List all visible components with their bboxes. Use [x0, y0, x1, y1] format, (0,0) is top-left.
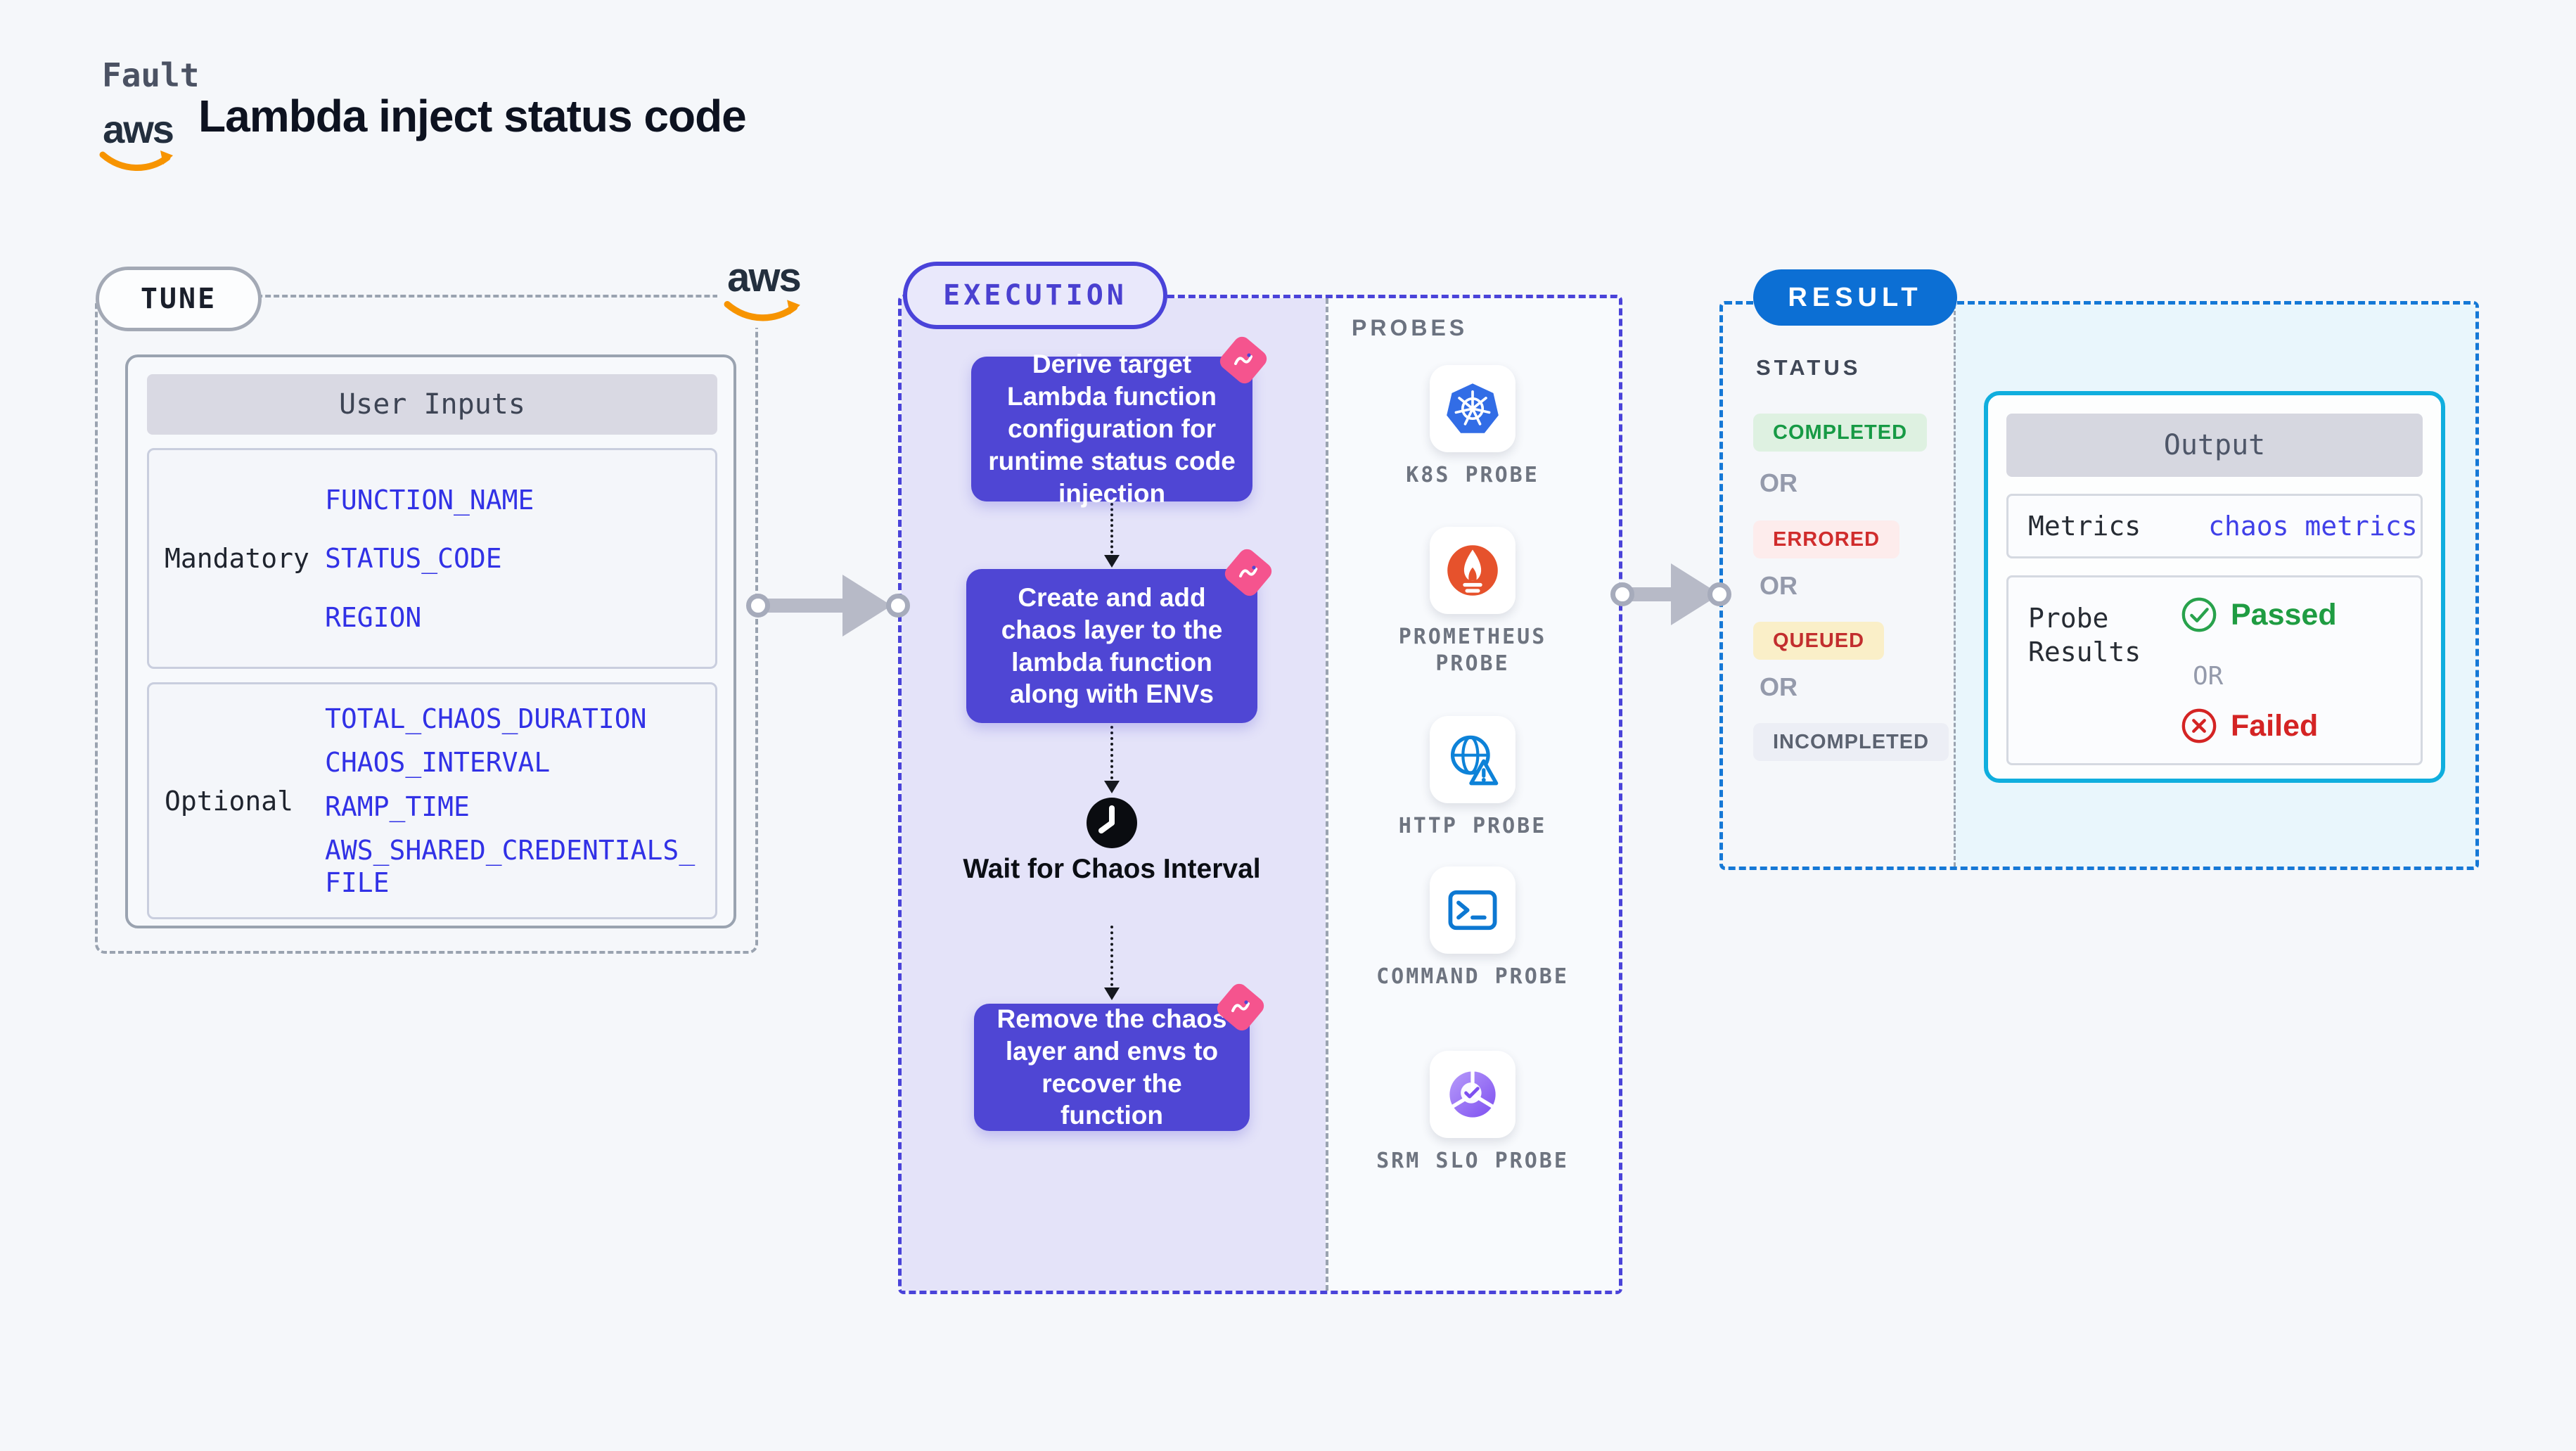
user-inputs-box: User Inputs Mandatory FUNCTION_NAME STAT…	[125, 354, 736, 928]
http-globe-warning-icon	[1430, 716, 1516, 803]
user-inputs-title: User Inputs	[147, 374, 717, 435]
group-label-mandatory: Mandatory	[165, 543, 309, 574]
flow-arrow-end-dot	[1707, 582, 1731, 606]
wait-step-label: Wait for Chaos Interval	[963, 854, 1261, 884]
step-text: Derive target Lambda function configurat…	[988, 350, 1236, 508]
probe-item-srm-slo: SRM SLO PROBE	[1367, 1051, 1578, 1175]
step-text: Remove the chaos layer and envs to recov…	[997, 1004, 1227, 1130]
flow-arrow-head	[842, 575, 892, 637]
probe-results-or: OR	[2193, 662, 2224, 691]
probe-result-failed: Failed	[2180, 707, 2318, 745]
dotted-connector	[1110, 926, 1113, 986]
probe-item-prometheus: PROMETHEUS PROBE	[1367, 527, 1578, 677]
chaos-icon	[1213, 980, 1268, 1035]
dotted-connector	[1110, 726, 1113, 779]
mandatory-params-list: FUNCTION_NAME STATUS_CODE REGION	[325, 450, 715, 667]
dotted-connector-arrowhead	[1104, 987, 1120, 1000]
aws-logo-tune: aws	[717, 255, 810, 328]
chaos-icon	[1216, 333, 1271, 388]
probe-result-passed: Passed	[2180, 596, 2337, 634]
status-title: STATUS	[1756, 355, 1861, 380]
optional-params-group: Optional TOTAL_CHAOS_DURATION CHAOS_INTE…	[147, 682, 717, 919]
chaos-icon	[1221, 545, 1276, 600]
status-badge-queued: QUEUED	[1753, 622, 1885, 660]
probe-item-http: HTTP PROBE	[1367, 716, 1578, 840]
aws-smile-icon	[99, 151, 173, 171]
flow-arrow-shaft	[768, 599, 847, 613]
probe-item-command: COMMAND PROBE	[1367, 867, 1578, 990]
execution-step-add-chaos-layer: Create and add chaos layer to the lambda…	[966, 545, 1276, 723]
output-box: Output Metrics chaos metrics Probe Resul…	[1984, 391, 2445, 783]
status-or: OR	[1760, 672, 1798, 701]
result-section-label: RESULT	[1753, 269, 1957, 326]
dotted-connector	[1110, 503, 1113, 554]
fault-category-label: Fault	[102, 56, 200, 94]
prometheus-icon	[1430, 527, 1516, 614]
dotted-connector-arrowhead	[1104, 781, 1120, 793]
param-function-name: FUNCTION_NAME	[325, 484, 534, 516]
probe-label: K8S PROBE	[1406, 463, 1539, 487]
flow-arrow-end-dot	[886, 594, 910, 618]
page-title: Lambda inject status code	[198, 91, 747, 141]
probe-item-k8s: K8S PROBE	[1367, 365, 1578, 489]
group-label-optional: Optional	[165, 785, 294, 817]
metrics-label: Metrics	[2028, 511, 2141, 542]
aws-smile-icon	[724, 300, 800, 321]
optional-params-list: TOTAL_CHAOS_DURATION CHAOS_INTERVAL RAMP…	[325, 684, 715, 917]
probe-results-row: Probe Results Passed OR Failed	[2006, 575, 2423, 765]
probe-label: COMMAND PROBE	[1376, 964, 1569, 989]
param-region: REGION	[325, 601, 422, 633]
probe-results-label: Probe Results	[2028, 603, 2141, 667]
execution-step-remove-chaos-layer: Remove the chaos layer and envs to recov…	[974, 980, 1268, 1131]
passed-label: Passed	[2231, 597, 2337, 632]
tune-section-label: TUNE	[96, 267, 262, 331]
x-circle-icon	[2181, 708, 2217, 743]
status-badge-incompleted: INCOMPLETED	[1753, 723, 1949, 761]
kubernetes-icon	[1430, 365, 1516, 452]
flow-arrow-shaft	[1632, 587, 1675, 601]
execution-step-derive-config: Derive target Lambda function configurat…	[971, 333, 1271, 508]
dotted-connector-arrowhead	[1104, 555, 1120, 568]
metrics-row: Metrics chaos metrics	[2006, 494, 2423, 558]
probes-title: PROBES	[1352, 315, 1468, 340]
metrics-value: chaos metrics	[2208, 511, 2418, 542]
step-text: Create and add chaos layer to the lambda…	[1001, 582, 1223, 709]
param-chaos-interval: CHAOS_INTERVAL	[325, 747, 551, 779]
failed-label: Failed	[2231, 708, 2319, 743]
terminal-icon	[1430, 867, 1516, 954]
aws-logo: aws	[96, 110, 180, 174]
probe-label: SRM SLO PROBE	[1376, 1149, 1569, 1173]
param-total-chaos-duration: TOTAL_CHAOS_DURATION	[325, 703, 647, 735]
status-or: OR	[1760, 468, 1798, 497]
param-status-code: STATUS_CODE	[325, 543, 502, 574]
param-ramp-time: RAMP_TIME	[325, 791, 470, 822]
aws-logo-text: aws	[727, 255, 802, 300]
status-or: OR	[1760, 571, 1798, 600]
check-circle-icon	[2181, 597, 2217, 632]
aws-logo-text: aws	[103, 107, 174, 151]
param-aws-shared-credentials-file: AWS_SHARED_CREDENTIALS_FILE	[325, 834, 696, 898]
slo-pie-check-icon	[1430, 1051, 1516, 1138]
probe-label: PROMETHEUS PROBE	[1398, 625, 1547, 676]
flow-arrow-start-dot	[1610, 582, 1634, 606]
clock-icon	[1084, 795, 1140, 851]
status-badge-completed: COMPLETED	[1753, 414, 1928, 452]
probe-label: HTTP PROBE	[1398, 814, 1547, 838]
execution-section-label: EXECUTION	[903, 262, 1167, 329]
tune-section-border	[95, 295, 758, 954]
output-title: Output	[2006, 414, 2423, 477]
mandatory-params-group: Mandatory FUNCTION_NAME STATUS_CODE REGI…	[147, 448, 717, 669]
flow-arrow-start-dot	[746, 594, 770, 618]
status-badge-errored: ERRORED	[1753, 520, 1900, 558]
